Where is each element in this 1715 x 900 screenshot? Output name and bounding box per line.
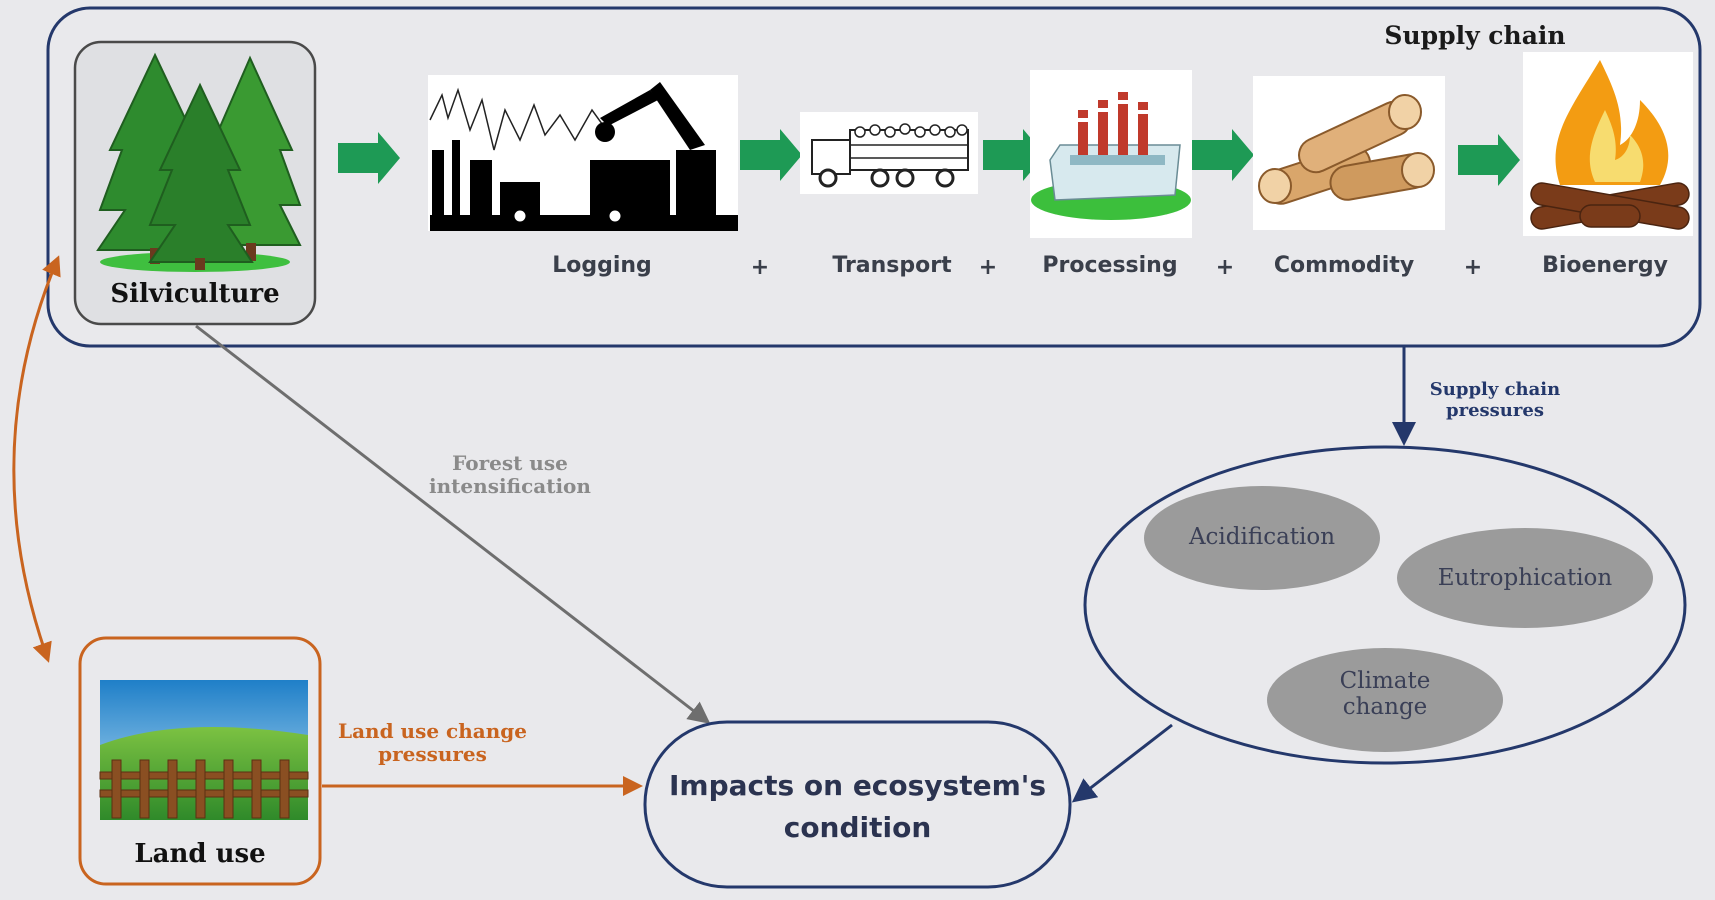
land-use-box [78, 636, 322, 886]
impacts-line: Impacts on ecosystem's [668, 769, 1047, 802]
green-arrow-icon [338, 132, 400, 184]
stage-label-commodity: Commodity [1273, 253, 1415, 278]
land-use-change-line: Land use change [338, 719, 527, 743]
stage-label-processing: Processing [1042, 253, 1178, 278]
climate-change-line: Climate [1339, 668, 1431, 694]
flow-arrows [338, 129, 1520, 186]
stage-label-transport: Transport [832, 253, 952, 278]
fire-icon [1523, 52, 1693, 236]
land-use-change-line: pressures [378, 742, 487, 766]
silviculture-label: Silviculture [110, 279, 280, 309]
climate-change-label: Climate change [1267, 668, 1503, 721]
wood-logs-icon [1253, 76, 1445, 230]
forest-use-line: Forest use [452, 451, 568, 475]
factory-icon [1030, 70, 1192, 238]
acidification-label: Acidification [1188, 524, 1336, 550]
climate-change-ellipse [1267, 648, 1503, 752]
green-arrow-icon [1192, 129, 1254, 181]
impacts-line: condition [783, 811, 932, 844]
land-use-label: Land use [134, 839, 266, 869]
supply-chain-pressures-line: pressures [1446, 399, 1544, 421]
green-arrow-icon [983, 129, 1045, 181]
forest-use-line: intensification [429, 474, 591, 498]
logging-machinery-icon [428, 75, 738, 231]
silviculture-land-use-link [12, 255, 61, 663]
land-use-change-label: Land use change pressures [325, 720, 540, 766]
supply-chain-pressures-line: Supply chain [1429, 379, 1561, 400]
impacts-label: Impacts on ecosystem's condition [645, 765, 1070, 849]
green-arrow-icon [1458, 134, 1520, 186]
plus-separator: + [978, 255, 998, 280]
fenced-field-icon [99, 680, 309, 820]
impact-arrow [1071, 723, 1173, 803]
impact-categories-ellipse [1083, 445, 1687, 765]
forest-trees-icon [96, 52, 302, 272]
log-truck-icon [800, 112, 978, 194]
plus-separator: + [1215, 255, 1235, 280]
acidification-ellipse [1144, 486, 1380, 590]
forest-use-arrow [195, 324, 711, 724]
eutrophication-ellipse [1397, 528, 1653, 628]
stage-label-logging: Logging [552, 253, 652, 278]
plus-separator: + [1463, 255, 1483, 280]
supply-chain-pressures-label: Supply chain pressures [1395, 379, 1595, 421]
stage-label-bioenergy: Bioenergy [1542, 253, 1668, 278]
impacts-box [643, 720, 1072, 889]
eutrophication-label: Eutrophication [1437, 565, 1613, 591]
plus-separator: + [750, 255, 770, 280]
climate-change-line: change [1342, 694, 1428, 721]
supply-chain-box [46, 6, 1702, 348]
supply-chain-title: Supply chain [1384, 21, 1566, 50]
green-arrow-icon [740, 129, 802, 181]
forest-use-label: Forest use intensification [410, 452, 610, 498]
